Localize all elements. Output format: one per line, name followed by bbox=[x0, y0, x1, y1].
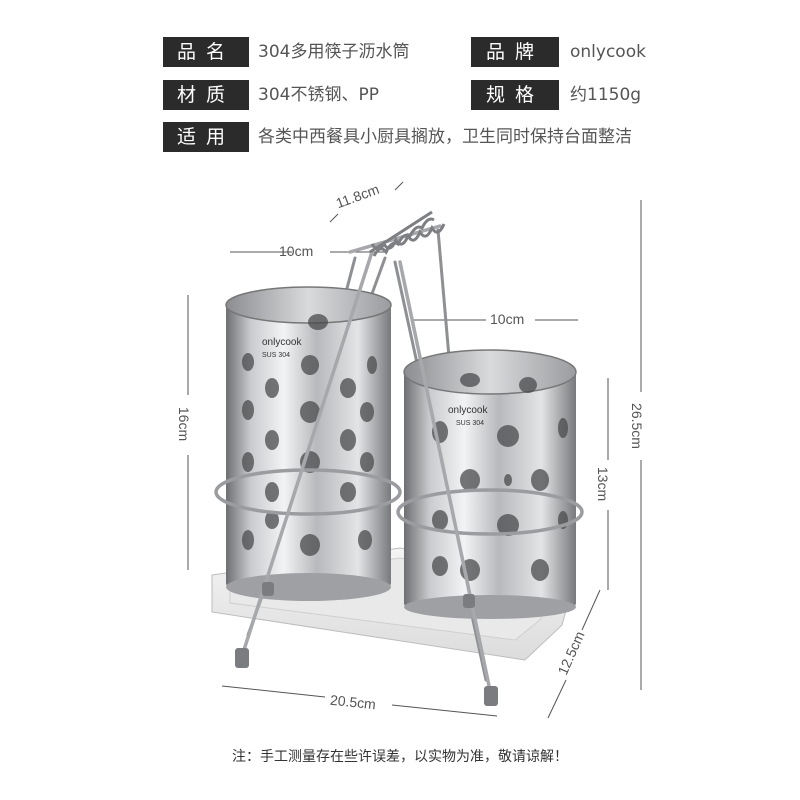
spec-label-material: 材质 bbox=[163, 80, 249, 110]
footer-note: 注：手工测量存在些许误差，以实物为准，敬请谅解！ bbox=[232, 749, 568, 765]
right-cup: onlycook SUS 304 bbox=[403, 349, 577, 619]
spec-value-name: 304多用筷子沥水筒 bbox=[258, 42, 410, 62]
left-cup-brand: onlycook bbox=[262, 337, 302, 348]
spring-handle bbox=[369, 210, 446, 257]
dim-left-cup-height: 16cm bbox=[176, 406, 193, 442]
dim-right-cup-height: 13cm bbox=[595, 466, 612, 502]
spec-value-spec: 约1150g bbox=[570, 85, 642, 105]
spec-value-material: 304不锈钢、PP bbox=[258, 85, 379, 105]
dim-left-cup-diameter: 10cm bbox=[279, 243, 314, 259]
dimension-lines bbox=[187, 181, 642, 719]
spec-label-brand: 品牌 bbox=[471, 37, 559, 67]
dim-right-cup-diameter: 10cm bbox=[490, 311, 525, 327]
spec-label-name: 品名 bbox=[163, 37, 249, 67]
spec-label-usage: 适用 bbox=[163, 122, 249, 152]
spec-value-usage: 各类中西餐具小厨具搁放，卫生同时保持台面整洁 bbox=[258, 127, 632, 147]
dim-total-height: 26.5cm bbox=[628, 403, 645, 449]
spec-label-spec: 规格 bbox=[471, 80, 559, 110]
right-cup-brand: onlycook bbox=[448, 405, 488, 416]
right-cup-material: SUS 304 bbox=[456, 420, 484, 427]
left-cup-material: SUS 304 bbox=[262, 352, 290, 359]
spec-value-brand: onlycook bbox=[570, 42, 646, 62]
